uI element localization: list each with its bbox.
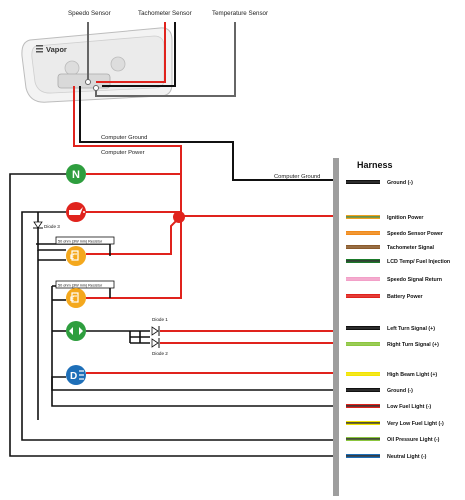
harness-wire-swatch (346, 326, 380, 330)
turn-signal-indicator-icon (66, 321, 86, 341)
diode-2-label: Diode 2 (152, 351, 168, 356)
harness-wire-swatch (346, 437, 380, 441)
tachometer-sensor-label: Tachometer Sensor (138, 10, 192, 17)
temperature-sensor-label: Temperature Sensor (212, 10, 268, 17)
indicator-wiring (9, 173, 335, 457)
harness-wire-swatch (346, 245, 380, 249)
svg-text:N: N (72, 169, 80, 181)
harness-title: Harness (357, 160, 393, 170)
diode-1: Diode 1 (151, 317, 168, 336)
diode-2: Diode 2 (151, 338, 168, 356)
harness-wire-swatch (346, 180, 380, 184)
harness-wire-swatch (346, 259, 380, 263)
harness-entry-label: Neutral Light (-) (387, 454, 427, 460)
harness-entry-label: Left Turn Signal (+) (387, 326, 435, 332)
harness-entry: Very Low Fuel Light (-) (346, 421, 444, 427)
computer-ground-right-label: Computer Ground (274, 174, 320, 180)
harness-entry-label: Speedo Signal Return (387, 277, 442, 283)
harness-entry-label: Right Turn Signal (+) (387, 342, 439, 348)
harness-entry-label: Tachometer Signal (387, 245, 435, 251)
harness-wire-swatch (346, 277, 380, 281)
harness-entry: Low Fuel Light (-) (346, 404, 431, 410)
svg-text:D: D (70, 371, 77, 382)
harness-wire-swatch (346, 215, 380, 219)
harness-entry-label: Battery Power (387, 294, 423, 300)
harness-wire-swatch (346, 231, 380, 235)
harness-wire-swatch (346, 372, 380, 376)
high-beam-indicator-icon: D (66, 365, 86, 385)
harness-entry-label: Ignition Power (387, 215, 424, 221)
svg-text:E: E (70, 255, 74, 261)
power-junction-node (173, 211, 185, 223)
diode-1-label: Diode 1 (152, 317, 168, 322)
harness-entry: LCD Temp/ Fuel Injection (346, 259, 450, 265)
harness-bar (333, 158, 339, 496)
harness-entry-label: Low Fuel Light (-) (387, 404, 431, 410)
harness-wire-swatch (346, 342, 380, 346)
harness-wire-swatch (346, 294, 380, 298)
harness-entry: Neutral Light (-) (346, 454, 427, 460)
harness-entry: Speedo Signal Return (346, 277, 442, 283)
harness-wire-swatch (346, 388, 380, 392)
oil-pressure-indicator-icon (66, 202, 86, 222)
harness-entry-label: Ground (-) (387, 180, 413, 186)
harness-entry: Ground (-) (346, 388, 413, 394)
harness-wire-swatch (346, 421, 380, 425)
diode-3-label: Diode 3 (44, 224, 60, 229)
harness-wire-swatch (346, 454, 380, 458)
low-fuel-indicator-icon: E (66, 246, 86, 266)
harness-entry: Ground (-) (346, 180, 413, 186)
computer-power-label: Computer Power (101, 150, 145, 156)
harness-entry-label: High Beam Light (+) (387, 372, 437, 378)
speedo-sensor-label: Speedo Sensor (68, 10, 111, 17)
harness-entry: Battery Power (346, 294, 423, 300)
resistor-1-label: 50 ohm (3W min) Resistor (58, 240, 103, 244)
vapor-logo-icon (36, 45, 43, 53)
harness-entry: Ignition Power (346, 215, 424, 221)
vapor-brand: Vapor (46, 45, 67, 54)
resistor-2: 50 ohm (3W min) Resistor (55, 280, 115, 289)
harness-entry: Speedo Sensor Power (346, 231, 443, 237)
harness-entry-label: Speedo Sensor Power (387, 231, 443, 237)
neutral-indicator-icon: N (66, 164, 86, 184)
mount-boss-icon (110, 56, 126, 72)
harness-wire-swatch (346, 404, 380, 408)
very-low-fuel-indicator-icon: E (66, 288, 86, 308)
svg-text:E: E (70, 297, 74, 303)
resistor-2-label: 50 ohm (3W min) Resistor (58, 284, 103, 288)
harness-entry-label: Ground (-) (387, 388, 413, 394)
harness-entry: Tachometer Signal (346, 245, 435, 251)
harness-entry-label: Very Low Fuel Light (-) (387, 421, 444, 427)
resistor-1: 50 ohm (3W min) Resistor (55, 236, 115, 245)
diode-3: Diode 3 (33, 221, 60, 229)
harness-entry: High Beam Light (+) (346, 372, 437, 378)
harness-entry-label: LCD Temp/ Fuel Injection (387, 259, 450, 265)
harness-entry: Left Turn Signal (+) (346, 326, 435, 332)
computer-ground-label: Computer Ground (101, 135, 147, 141)
mount-boss-icon (64, 60, 80, 76)
harness-entry: Oil Pressure Light (-) (346, 437, 440, 443)
harness-entry-label: Oil Pressure Light (-) (387, 437, 440, 443)
vapor-gauge: Vapor (21, 27, 173, 103)
harness-entry: Right Turn Signal (+) (346, 342, 439, 348)
